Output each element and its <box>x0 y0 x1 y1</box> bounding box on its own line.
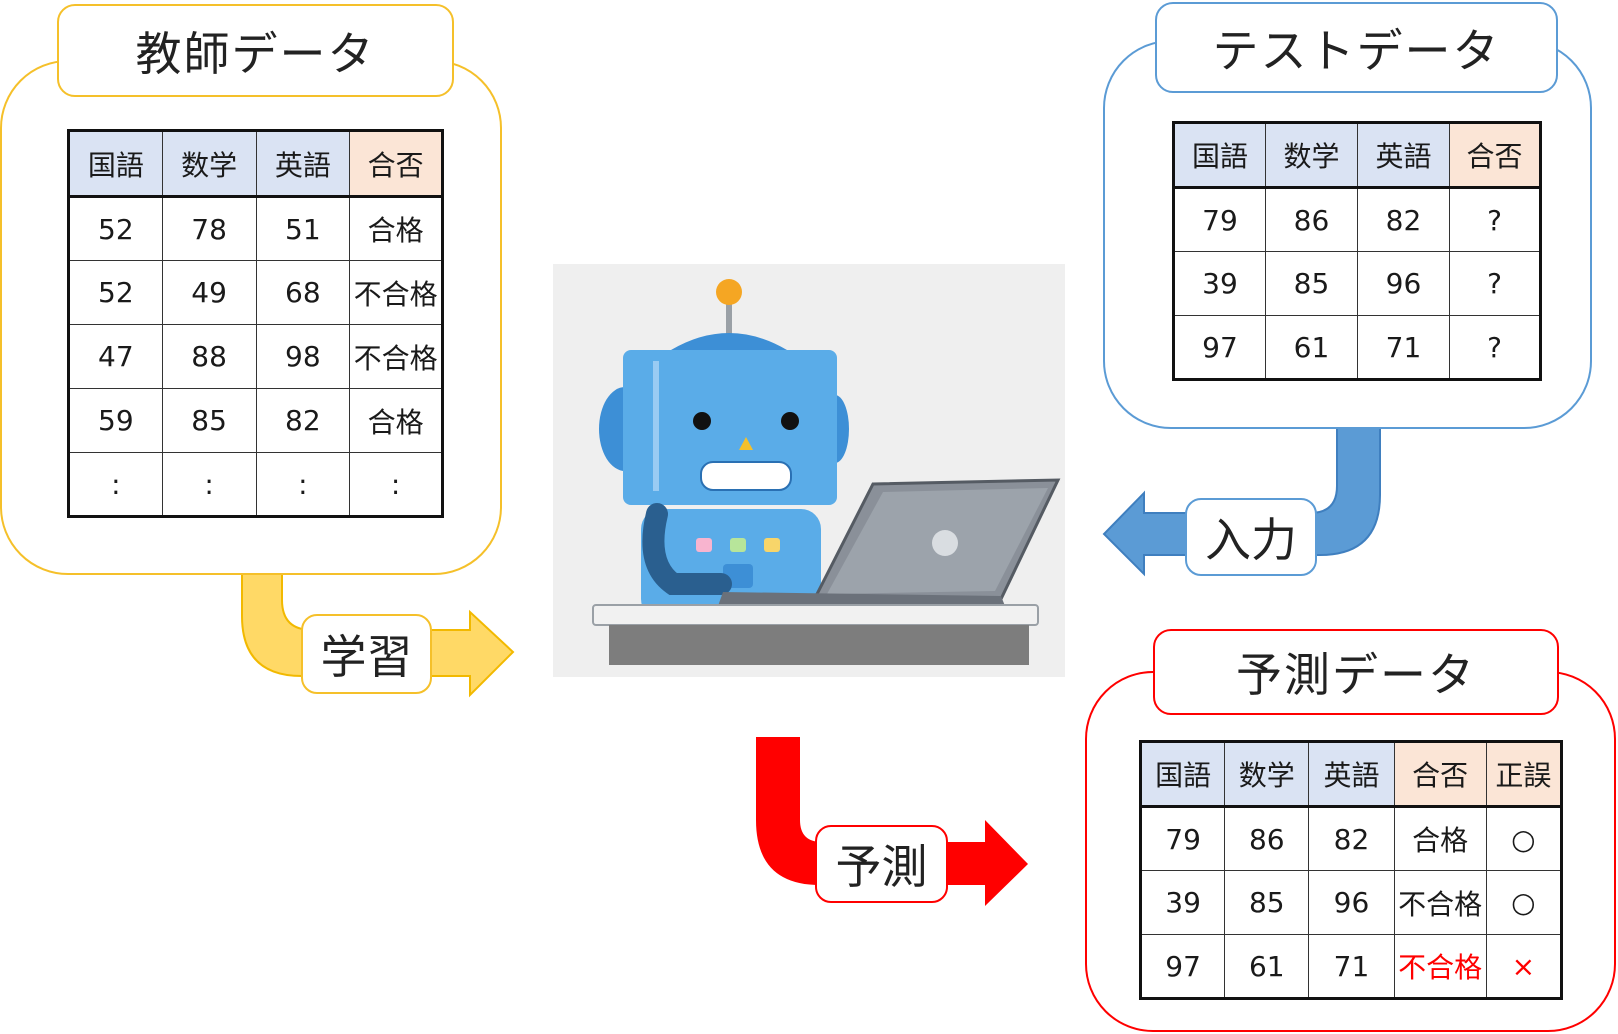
robot-illustration <box>553 264 1065 677</box>
desk-top <box>592 604 1039 626</box>
table-cell: 86 <box>1265 187 1358 252</box>
table-cell: × <box>1485 934 1563 999</box>
table-cell: 合格 <box>1393 806 1487 871</box>
table-cell: : <box>255 452 351 517</box>
table-cell: 合格 <box>349 196 443 261</box>
table-cell: 61 <box>1224 934 1310 999</box>
table-cell: 52 <box>68 260 163 325</box>
table-cell: : <box>349 452 443 517</box>
header-cell: 国語 <box>1139 741 1226 808</box>
learn-label: 学習 <box>301 614 432 694</box>
header-cell: 合否 <box>1393 741 1487 808</box>
table-cell: 61 <box>1265 315 1358 380</box>
table-cell: 49 <box>161 260 257 325</box>
robot-eye-right <box>781 412 799 430</box>
table-cell: 96 <box>1308 870 1395 935</box>
prediction-data-title: 予測データ <box>1153 629 1559 715</box>
table-cell: 59 <box>68 388 163 453</box>
table-cell: 82 <box>1308 806 1395 871</box>
header-cell: 合否 <box>1449 122 1541 189</box>
predict-label: 予測 <box>815 825 948 903</box>
table-cell: 不合格 <box>349 260 443 325</box>
antenna-ball <box>716 279 742 305</box>
table-cell: 合格 <box>349 388 443 453</box>
header-cell: 国語 <box>1173 122 1266 189</box>
test-data-title: テストデータ <box>1155 2 1558 93</box>
table-cell: 79 <box>1173 187 1266 252</box>
laptop-base <box>718 592 1005 606</box>
table-cell: 68 <box>255 260 351 325</box>
table-cell: ○ <box>1485 806 1563 871</box>
header-cell: 英語 <box>1357 122 1450 189</box>
table-header-row: 国語数学英語合否 <box>1173 122 1541 189</box>
table-cell: 85 <box>1224 870 1310 935</box>
table-cell: ? <box>1449 251 1541 316</box>
table-cell: 97 <box>1139 934 1226 999</box>
table-cell: : <box>161 452 257 517</box>
table-cell: 不合格 <box>349 324 443 389</box>
table-cell: 47 <box>68 324 163 389</box>
header-cell: 英語 <box>255 130 351 198</box>
table-cell: 85 <box>1265 251 1358 316</box>
header-cell: 数学 <box>161 130 257 198</box>
table-cell: 82 <box>1357 187 1450 252</box>
table-cell: 39 <box>1173 251 1266 316</box>
table-cell: 97 <box>1173 315 1266 380</box>
robot-eye-left <box>693 412 711 430</box>
header-cell: 数学 <box>1224 741 1310 808</box>
header-cell: 国語 <box>68 130 163 198</box>
table-cell: 71 <box>1308 934 1395 999</box>
table-cell: 98 <box>255 324 351 389</box>
robot-arm <box>642 503 732 595</box>
table-header-row: 国語数学英語合否正誤 <box>1139 741 1563 808</box>
table-cell: 86 <box>1224 806 1310 871</box>
table-cell: 52 <box>68 196 163 261</box>
table-header-row: 国語数学英語合否 <box>68 130 443 198</box>
table-cell: 88 <box>161 324 257 389</box>
table-cell: 82 <box>255 388 351 453</box>
table-cell: 51 <box>255 196 351 261</box>
table-cell: 71 <box>1357 315 1450 380</box>
table-cell: 85 <box>161 388 257 453</box>
table-cell: 不合格 <box>1393 934 1487 999</box>
header-cell: 英語 <box>1308 741 1395 808</box>
table-cell: ? <box>1449 187 1541 252</box>
header-cell: 合否 <box>349 130 443 198</box>
table-cell: 不合格 <box>1393 870 1487 935</box>
teacher-data-title: 教師データ <box>57 4 454 97</box>
table-cell: 79 <box>1139 806 1226 871</box>
table-cell: ? <box>1449 315 1541 380</box>
table-cell: 96 <box>1357 251 1450 316</box>
desk-front <box>609 625 1029 665</box>
table-cell: 78 <box>161 196 257 261</box>
table-cell: ○ <box>1485 870 1563 935</box>
header-cell: 正誤 <box>1485 741 1563 808</box>
table-cell: : <box>68 452 163 517</box>
header-cell: 数学 <box>1265 122 1358 189</box>
table-row: :::: <box>68 452 443 517</box>
table-cell: 39 <box>1139 870 1226 935</box>
robot-mouth <box>700 461 792 491</box>
input-label: 入力 <box>1185 498 1317 576</box>
